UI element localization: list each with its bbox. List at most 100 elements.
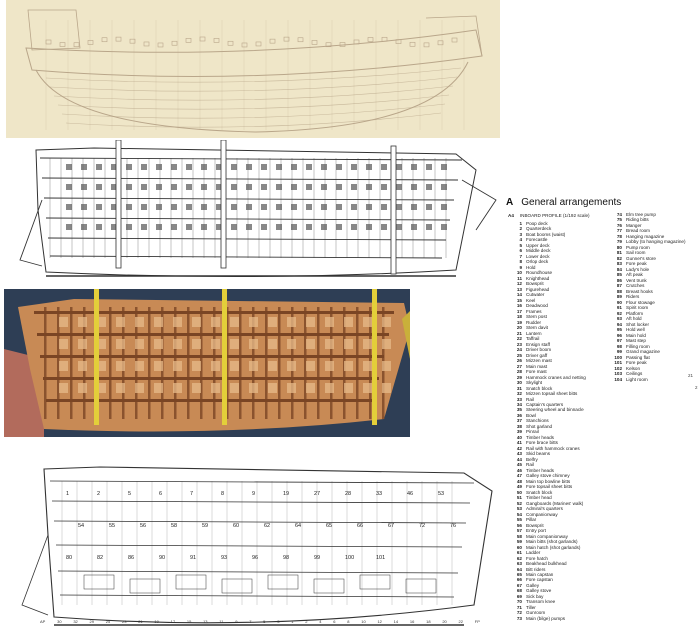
legend-item-text: Spirit room [626,305,649,311]
gun-position [426,164,432,170]
legend-item-number: 92 [616,310,622,316]
legend-item-text: Belfry [526,456,538,462]
legend-item-number: 98 [616,343,622,349]
cabin-opening [325,339,334,349]
legend-item-text: Timber head [526,495,552,501]
legend-item-text: Lady's hole [626,266,650,272]
gunport-sketch [325,42,332,48]
gun-position [441,164,447,170]
legend-item-number: 73 [516,615,522,621]
hold-compartment [359,574,391,590]
legend-item-number: 61 [516,550,522,556]
gun-position [411,184,417,190]
gunport-sketch [115,36,122,42]
legend-item-text: Gunroom [526,610,546,616]
legend-item-text: Rail with hammock cranes [526,445,580,451]
plan-callout-number: 101 [376,555,385,561]
legend-item-text: Admiral's quarters [526,506,563,512]
legend-item: 13 Figurehead [508,287,586,292]
legend-item-number: 15 [516,297,522,303]
legend-item-text: Main hatch (shot garlands) [526,544,581,550]
legend-item: 2 Quarterdeck [508,226,586,231]
gun-position [171,184,177,190]
frame-station-label: 17 [170,619,176,624]
legend-item-text: Platform [626,310,644,316]
legend-item-number: 48 [516,478,522,484]
gun-position [186,224,192,230]
legend-item-number: 2 [519,226,522,232]
cabin-opening [59,339,68,349]
gun-position [411,164,417,170]
gunport-sketch [241,42,248,48]
legend-item-number: 13 [516,286,522,292]
cabin-opening [382,317,391,327]
gun-position [156,184,162,190]
legend-item-text: Skid beams [526,451,551,457]
legend-item-number: 80 [616,244,622,250]
legend-item-text: Quarterdeck [526,226,552,232]
gun-position [81,204,87,210]
forecastle-sketch [425,15,483,57]
plan-callout-number: 9 [252,491,255,497]
gunport-sketch [381,36,388,42]
legend-item-number: 67 [516,582,522,588]
legend-item-text: Fore hatch [526,555,548,561]
legend-item-text: Lantern [526,330,542,336]
gun-position [411,224,417,230]
legend-item-text: Crutches [626,283,645,289]
legend-item-number: 55 [516,517,522,523]
legend-item-text: Mizzen topsail sheet bitts [526,391,578,397]
legend-item-number: 29 [516,374,522,380]
legend-item-number: 76 [616,222,622,228]
plan-callout-number: 8 [221,491,224,497]
gun-position [321,164,327,170]
legend-item-text: Ceilings [626,371,643,377]
plan-deck-line [49,480,475,484]
stern-gallery-sketch [27,9,81,51]
gun-position [411,204,417,210]
mast-stump [220,140,227,269]
legend-item-text: Fore peak [626,261,647,267]
legend-item-text: Galley stove chimney [526,473,570,479]
gun-position [231,224,237,230]
frame-station-label: 32 [73,619,78,624]
cabin-opening [192,339,201,349]
cabin-opening [78,339,87,349]
cabin-opening [363,317,372,327]
hold-compartment [221,578,253,594]
legend-item-number: 75 [616,217,622,223]
legend-item-number: 8 [519,259,522,265]
plan-callout-number: 76 [450,523,456,529]
section-letter: A [506,197,514,208]
plan-callout-number: 66 [357,523,363,529]
legend-item-number: 40 [516,434,522,440]
legend-item-text: Kelson [626,365,641,371]
mast [372,289,377,425]
deck-beam [43,377,379,380]
gun-position [396,224,402,230]
deck-line [47,237,447,241]
legend-item-text: Pillar [526,517,537,523]
gun-position [96,164,102,170]
gun-position [351,184,357,190]
legend-item-text: Mizzen mast [526,358,552,364]
gun-position [261,224,267,230]
legend-item-text: Figurehead [526,286,550,292]
deck-beam [40,355,384,358]
legend-item-number: 83 [616,261,622,267]
frame-station-label: 13 [203,619,208,624]
legend-item-number: 22 [516,336,522,342]
legend-item-number: 62 [516,555,522,561]
